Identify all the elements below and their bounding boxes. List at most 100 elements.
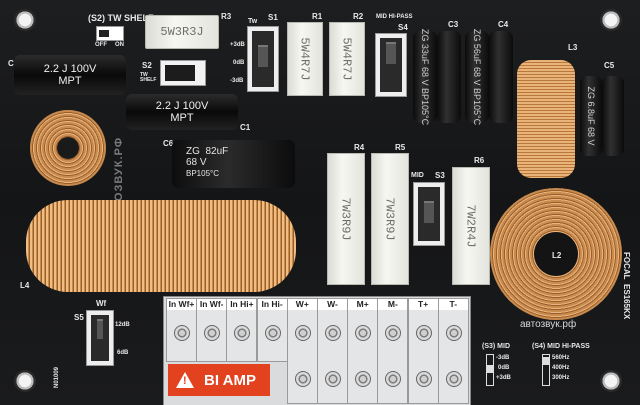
s3-opt-0: -3dB [496, 355, 510, 361]
electrolytic-c4a: ZG 56uF 68 V BP105°C [465, 29, 489, 125]
screw-icon[interactable] [325, 325, 341, 341]
ref-r5: R5 [395, 143, 406, 152]
c3-brand: ZG [420, 28, 430, 42]
c1-value: 2.2 J 100V [155, 100, 209, 112]
electrolytic-c4b [489, 31, 513, 123]
resistor-r4: 7W3R9J [327, 153, 365, 285]
resistor-r2-value: 5W4R7J [340, 37, 354, 81]
screw-icon[interactable] [204, 325, 221, 341]
terminal-label: T- [438, 299, 468, 310]
warning-icon: ! [176, 372, 194, 388]
screw-icon[interactable] [445, 325, 462, 341]
terminal-in-wfplus[interactable]: In Wf+ [166, 298, 197, 362]
terminal-in-hiplus[interactable]: In Hi+ [226, 298, 258, 362]
screw-icon[interactable] [294, 325, 311, 341]
screw-icon[interactable] [325, 371, 341, 387]
screw-icon[interactable] [385, 325, 402, 341]
c5-volt: 68 V [586, 127, 596, 146]
terminal-wminus[interactable]: W- [317, 298, 348, 404]
terminal-mplus[interactable]: M+ [347, 298, 379, 404]
ref-r1: R1 [312, 12, 323, 21]
bi-amp-warning: ! BI AMP [168, 364, 270, 396]
terminal-in-himinus[interactable]: In Hi- [256, 298, 288, 362]
plus3db-label: +3dB [230, 42, 245, 48]
terminal-in-wfminus[interactable]: In Wf- [196, 298, 228, 362]
c6-value: 82uF [205, 146, 229, 157]
tw-shelf-switch-s2[interactable] [160, 60, 206, 86]
tw-shelf-switch-top[interactable] [96, 26, 124, 41]
screw-icon[interactable] [445, 371, 462, 387]
db6-label: 6dB [117, 350, 129, 356]
ref-l3: L3 [568, 43, 578, 52]
model-number: ES165KX [622, 284, 631, 320]
mid-level-switch-s3[interactable] [413, 182, 445, 246]
screw-icon[interactable] [385, 371, 402, 387]
resistor-r3: 5W3R3J [145, 15, 219, 49]
terminal-label: In Wf+ [167, 299, 196, 310]
terminal-mminus[interactable]: M- [377, 298, 409, 404]
terminal-wplus[interactable]: W+ [286, 298, 318, 404]
c1-type: MPT [170, 112, 194, 124]
zero-db-label: 0dB [233, 60, 245, 66]
ref-s5: S5 [74, 313, 84, 322]
ref-c5: C5 [604, 61, 615, 70]
terminal-tminus[interactable]: T- [437, 298, 469, 404]
terminal-label: T+ [408, 299, 438, 310]
resistor-r1-value: 5W4R7J [298, 37, 312, 81]
ref-s1: S1 [268, 13, 278, 22]
terminal-label: In Hi+ [227, 299, 257, 310]
tweeter-level-switch-s1[interactable] [247, 26, 279, 92]
electrolytic-c3a: ZG 33uF 68 V BP105°C [413, 28, 437, 126]
resistor-r3-value: 5W3R3J [160, 25, 204, 39]
inductor-l3 [517, 60, 575, 178]
ref-l4: L4 [20, 281, 30, 290]
ref-c2: C2 [8, 60, 18, 68]
resistor-r4-value: 7W3R9J [339, 197, 353, 241]
c5-value: 6.8uF [586, 101, 596, 125]
resistor-r5-value: 7W3R9J [383, 197, 397, 241]
serial-number: N01009 [54, 366, 60, 388]
s4-legend: (S4) MID HI-PASS [532, 343, 590, 350]
screw-icon[interactable] [294, 371, 311, 387]
ref-s3: S3 [435, 171, 445, 180]
screw-icon[interactable] [355, 371, 372, 387]
screw-icon[interactable] [174, 325, 190, 341]
minus3db-label: -3dB [230, 78, 244, 84]
s3-mid-legend: (S3) MID [482, 343, 510, 350]
resistor-r6-value: 7W2R4J [464, 204, 478, 248]
c6-temp: BP105°C [186, 169, 219, 178]
mid-label: MID [411, 172, 424, 179]
c6-volt: 68 V [186, 157, 207, 168]
ref-r4: R4 [354, 143, 365, 152]
screw-icon[interactable] [234, 325, 251, 341]
ref-s4: S4 [398, 23, 408, 32]
electrolytic-c5a: ZG 6.8uF 68 V [580, 76, 602, 156]
mid-hi-pass-switch-s4[interactable] [375, 33, 407, 97]
tw-shelf-label: (S2) TW SHELF [88, 13, 154, 23]
terminal-label: M- [378, 299, 408, 310]
resistor-r1: 5W4R7J [287, 22, 323, 96]
ref-c4: C4 [498, 20, 509, 29]
ref-c1: C1 [240, 123, 251, 132]
screw-icon[interactable] [264, 325, 281, 341]
screw-icon[interactable] [355, 325, 372, 341]
screw-icon[interactable] [415, 325, 432, 341]
s4-diagram-switch [542, 354, 550, 386]
on-label: ON [115, 42, 124, 48]
ref-c3: C3 [448, 20, 459, 29]
ref-c6: C6 [163, 139, 174, 148]
s3-diagram-switch [486, 354, 494, 386]
woofer-slope-switch-s5[interactable] [86, 310, 114, 366]
mid-hi-pass-label: MID HI-PASS [376, 14, 413, 20]
inductor-l4 [26, 200, 296, 292]
s4-opt-0: 560Hz [552, 355, 570, 361]
screw-icon[interactable] [415, 371, 432, 387]
brand-label: FOCAL ES165KX [622, 252, 631, 320]
terminal-label: In Hi- [257, 299, 287, 310]
terminal-tplus[interactable]: T+ [407, 298, 439, 404]
terminal-label: W- [318, 299, 347, 310]
watermark-small: автозвук.рф [520, 319, 577, 330]
c3-temp: BP105°C [420, 87, 430, 126]
